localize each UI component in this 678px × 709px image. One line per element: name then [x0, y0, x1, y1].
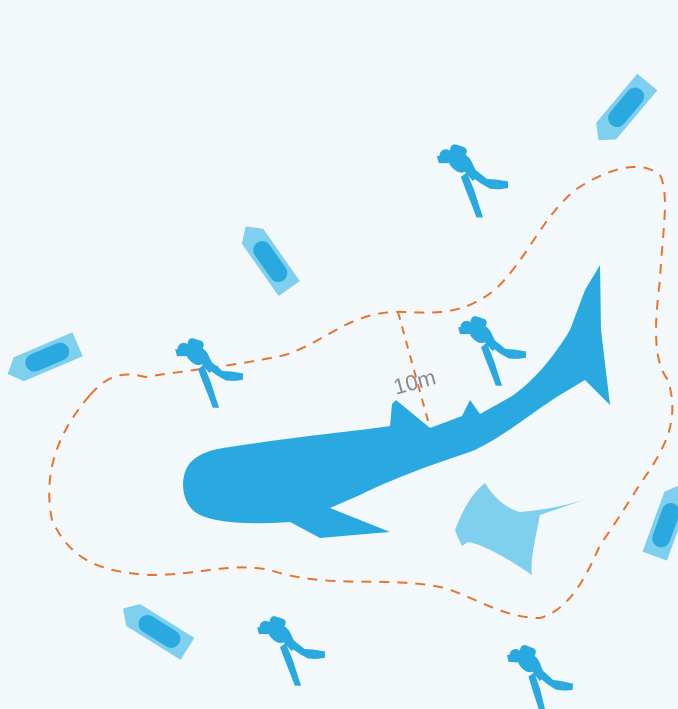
diver-icon	[423, 140, 516, 224]
diver-icon	[161, 334, 250, 414]
distance-label: 10m	[391, 364, 439, 399]
boat-icon	[643, 480, 678, 560]
boat-icon	[235, 219, 300, 296]
manta-ray-icon	[455, 483, 592, 575]
exclusion-zone-boundary	[49, 167, 672, 618]
boat-icon	[116, 598, 194, 660]
boat-icon	[3, 332, 83, 386]
whale-shark-icon	[183, 265, 610, 538]
diver-icon	[243, 612, 332, 692]
diver-icon	[491, 640, 582, 709]
diver-icon	[444, 312, 533, 392]
boat-icon	[588, 74, 657, 149]
